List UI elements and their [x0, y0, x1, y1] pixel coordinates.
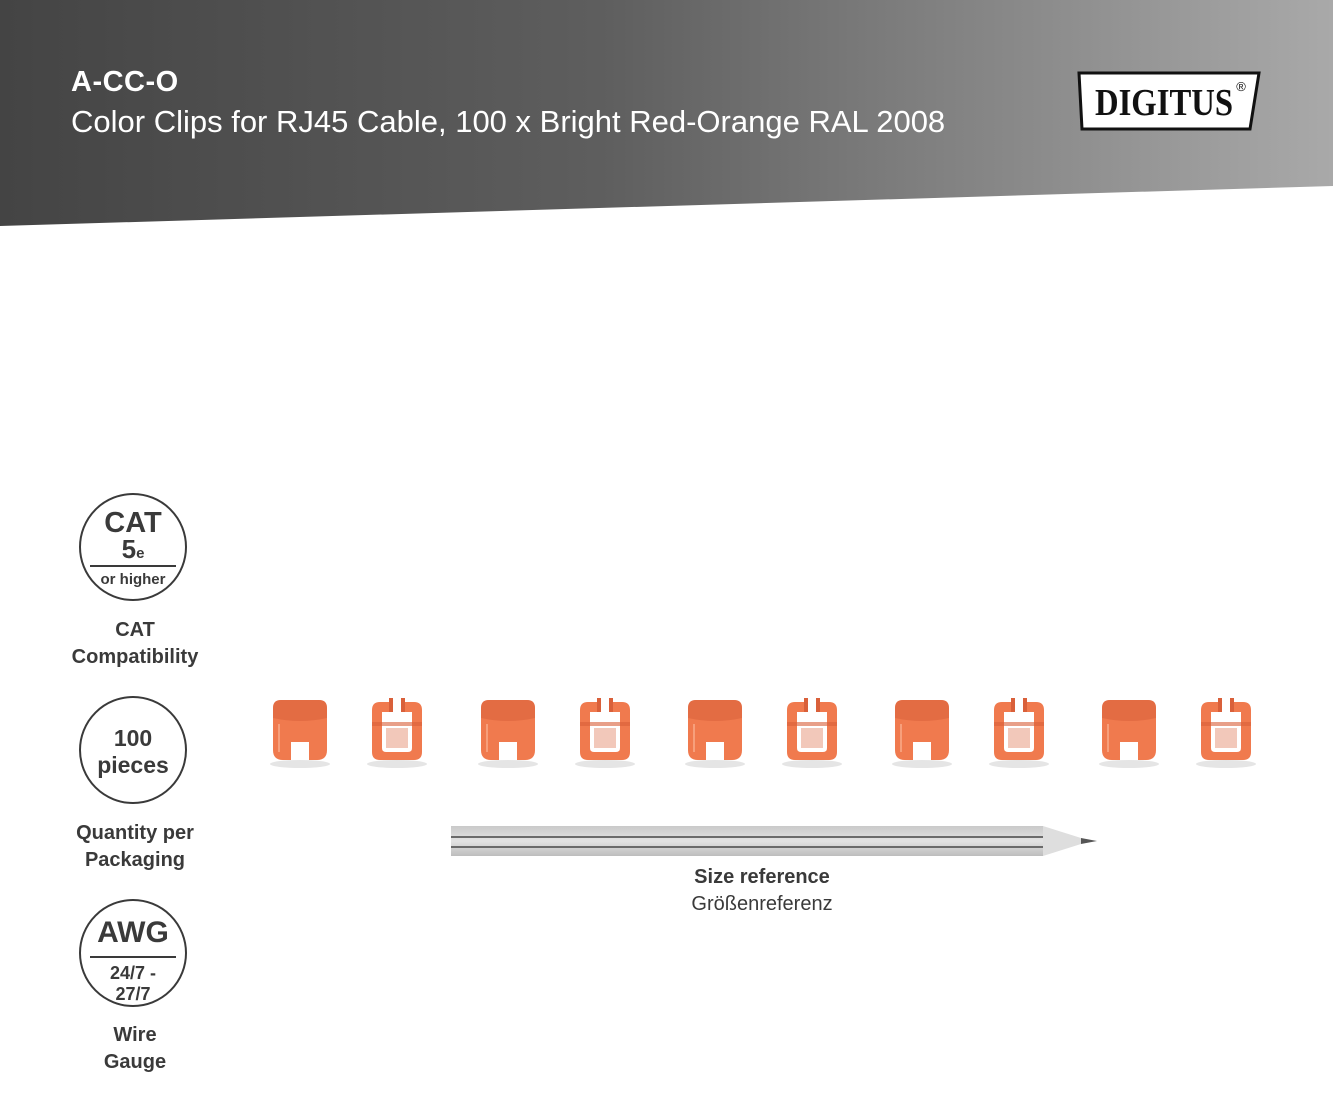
- cat-caption: CAT Compatibility: [40, 617, 230, 671]
- product-title: Color Clips for RJ45 Cable, 100 x Bright…: [71, 104, 946, 139]
- color-clip-side: [779, 694, 845, 768]
- cat-badge: CAT 5e or higher: [79, 493, 187, 601]
- color-clip-front: [1096, 694, 1162, 768]
- awg-range-line2: 27/7: [115, 984, 151, 1004]
- cat-badge-footnote: or higher: [100, 571, 166, 588]
- awg-badge-title: AWG: [97, 916, 169, 949]
- awg-caption: Wire Gauge: [40, 1022, 230, 1076]
- color-clip-side: [572, 694, 638, 768]
- quantity-number: 100: [113, 725, 153, 751]
- quantity-caption-line2: Packaging: [84, 849, 186, 871]
- brand-name: DIGITUS: [1095, 82, 1233, 124]
- size-reference-label-de: Größenreferenz: [691, 893, 833, 915]
- awg-badge-divider: [90, 956, 176, 958]
- color-clip-front: [475, 694, 541, 768]
- cat-badge-number: 5e: [81, 536, 185, 562]
- quantity-unit: pieces: [97, 752, 169, 778]
- color-clip-front: [267, 694, 333, 768]
- quantity-caption: Quantity per Packaging: [40, 820, 230, 874]
- awg-badge: AWG 24/7 - 27/7: [79, 899, 187, 1007]
- awg-caption-line1: Wire: [113, 1024, 157, 1046]
- color-clip-side: [1193, 694, 1259, 768]
- cat-suffix: e: [136, 545, 145, 562]
- awg-range-line1: 24/7 -: [109, 963, 157, 983]
- product-code: A-CC-O: [71, 66, 179, 98]
- quantity-badge: 100 pieces: [79, 696, 187, 804]
- cat-badge-title: CAT: [104, 507, 162, 539]
- cat-caption-line2: Compatibility: [71, 646, 199, 668]
- awg-badge-range: 24/7 - 27/7: [81, 963, 185, 1005]
- color-clip-front: [682, 694, 748, 768]
- color-clip-front: [889, 694, 955, 768]
- clips-row: [262, 694, 1272, 774]
- quantity-badge-text: 100 pieces: [81, 725, 185, 779]
- color-clip-side: [364, 694, 430, 768]
- size-reference-label: Size reference: [694, 866, 830, 888]
- pencil-icon: [451, 824, 1097, 858]
- cat-number: 5: [121, 534, 137, 564]
- cat-badge-divider: [90, 565, 176, 567]
- cat-caption-line1: CAT: [115, 619, 155, 641]
- quantity-caption-line1: Quantity per: [76, 822, 194, 844]
- awg-caption-line2: Gauge: [103, 1051, 167, 1073]
- color-clip-side: [986, 694, 1052, 768]
- registered-mark: ®: [1236, 79, 1246, 94]
- digitus-logo: DIGITUS ®: [1076, 70, 1262, 132]
- digitus-logo-mark: DIGITUS ®: [1077, 71, 1261, 131]
